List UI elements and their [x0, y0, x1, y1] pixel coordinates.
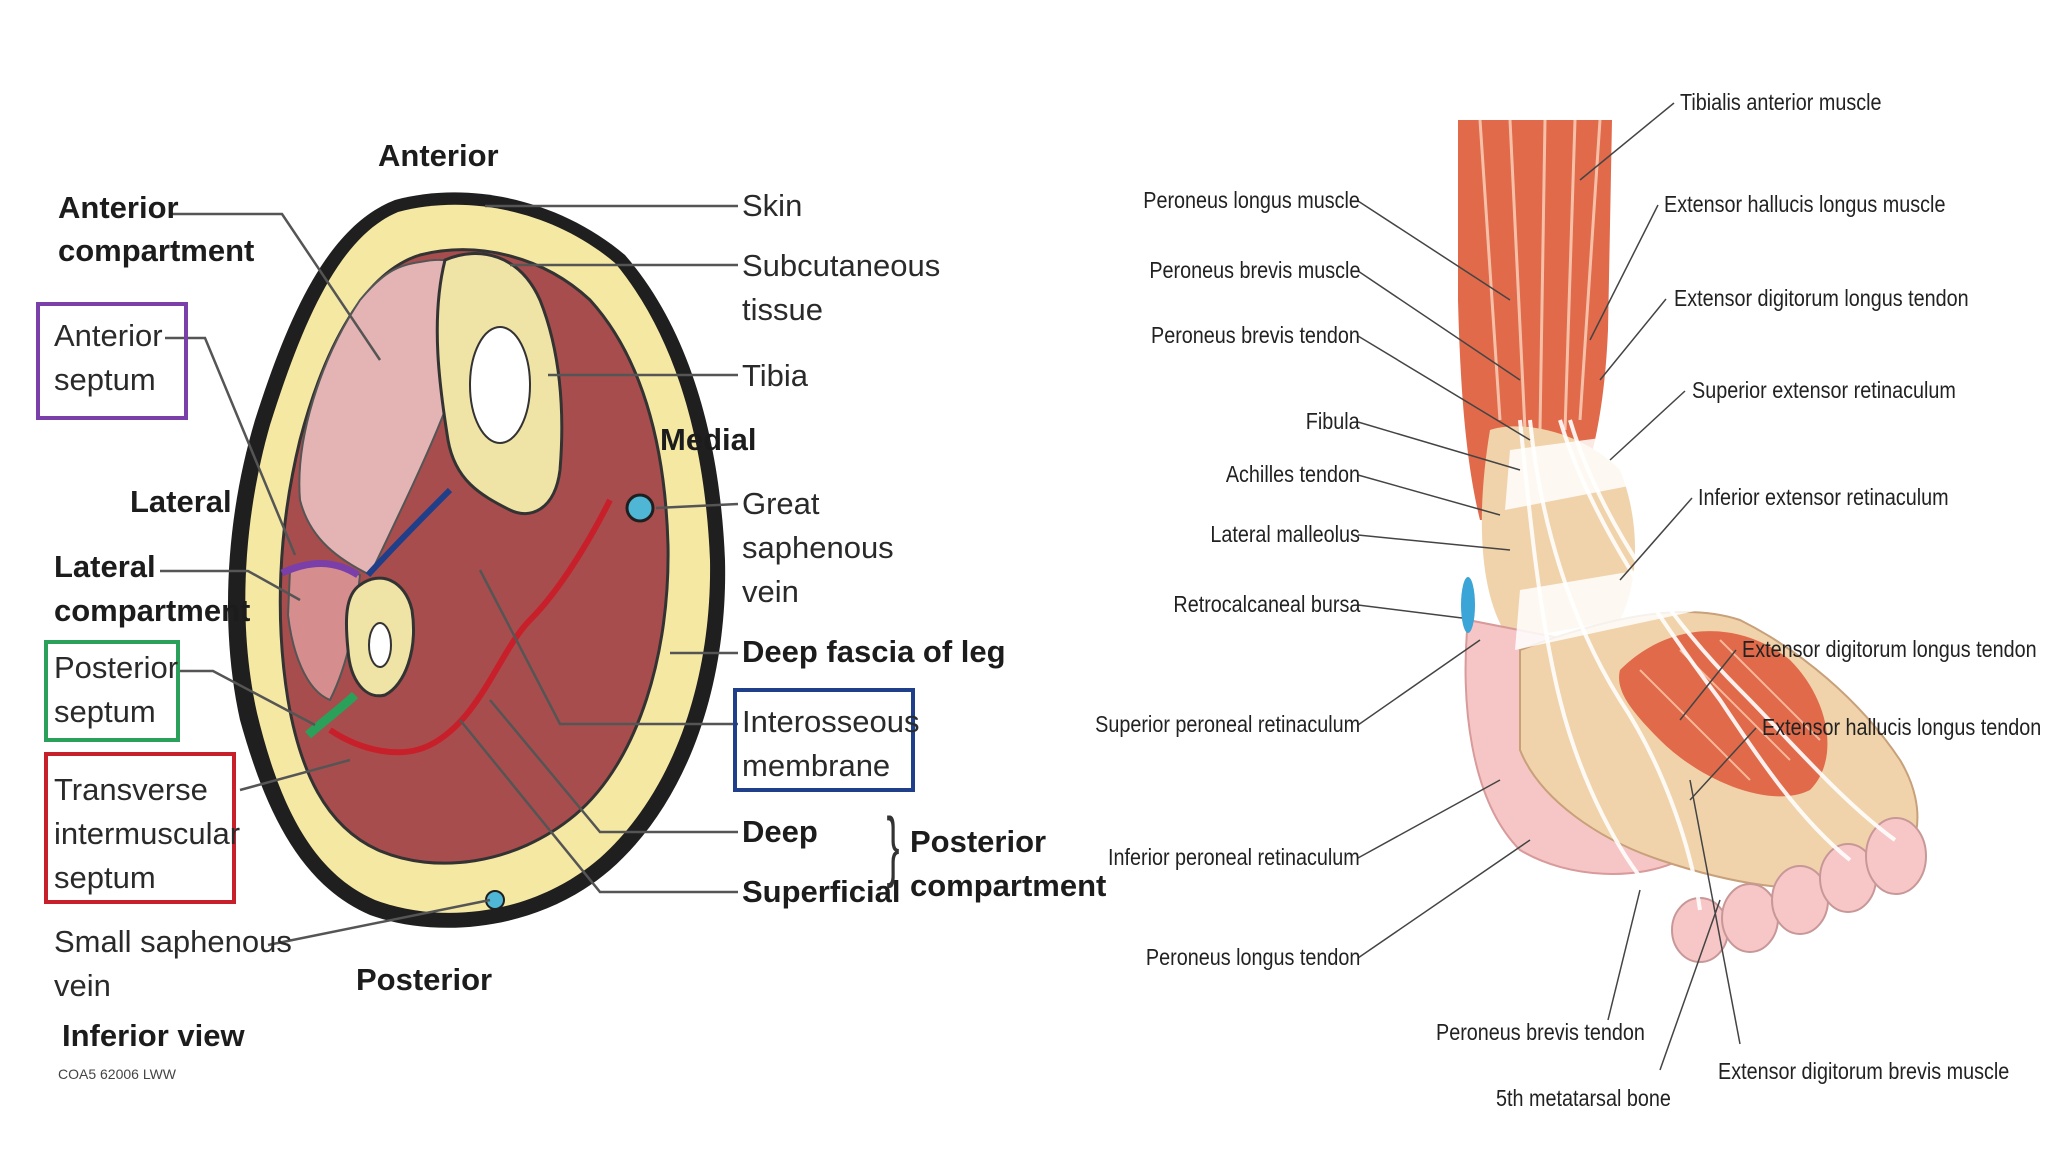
transverse-septum-label-2: intermuscular — [54, 816, 241, 851]
great-saphenous-label-2: saphenous — [742, 530, 894, 565]
posterior-septum-box — [44, 640, 180, 742]
tibia-marrow — [469, 326, 531, 444]
right-bottom-label-2: 5th metatarsal bone — [1496, 1085, 1671, 1111]
right-bottom-label-3: Extensor digitorum brevis muscle — [1718, 1058, 2010, 1084]
right-right-label-4: Superior extensor retinaculum — [1692, 377, 1956, 403]
transverse-septum-box — [44, 752, 236, 904]
anterior-orientation-label: Anterior — [378, 138, 499, 173]
right-left-label-4: Fibula — [1306, 408, 1360, 434]
muscle-fiber-lines — [1478, 119, 1602, 431]
anterior-septum-box — [36, 302, 188, 420]
interosseous-membrane-box — [733, 688, 915, 792]
right-right-label-3: Extensor digitorum longus tendon — [1674, 285, 1969, 311]
anterior-septum-label-2: septum — [54, 362, 156, 397]
retrocalcaneal-bursa-mark — [1461, 577, 1475, 633]
right-left-label-6: Lateral malleolus — [1210, 521, 1360, 547]
subcutaneous-label-2: tissue — [742, 292, 823, 327]
inferior-view-caption: Inferior view — [62, 1018, 245, 1053]
transverse-septum-label-3: septum — [54, 860, 156, 895]
deep-label: Deep — [742, 814, 818, 849]
subcutaneous-label-1: Subcutaneous — [742, 248, 941, 283]
right-leader-lines — [1357, 102, 1757, 1071]
posterior-compartment-brace: } — [886, 801, 900, 889]
right-right-label-5: Inferior extensor retinaculum — [1698, 484, 1949, 510]
lateral-orientation-label: Lateral — [130, 484, 232, 519]
figure-credit: COA5 62006 LWW — [58, 1066, 177, 1082]
deep-fascia-label: Deep fascia of leg — [742, 634, 1006, 669]
posterior-septum-label-1: Posterior — [54, 650, 179, 685]
anterior-septum-line — [280, 560, 360, 578]
right-left-label-10: Peroneus longus tendon — [1145, 944, 1360, 970]
right-left-label-2: Peroneus brevis muscle — [1148, 257, 1360, 283]
right-bottom-label-1: Peroneus brevis tendon — [1436, 1019, 1645, 1045]
superficial-label: Superficial — [742, 874, 901, 909]
small-saphenous-label-1: Small saphenous — [54, 924, 292, 959]
toes — [1671, 817, 1927, 963]
right-left-label-1: Peroneus longus muscle — [1143, 187, 1360, 213]
right-left-label-7: Retrocalcaneal bursa — [1173, 591, 1360, 617]
ankle-foot-panel: Peroneus longus muscle Peroneus brevis m… — [1095, 0, 2048, 1152]
right-right-label-2: Extensor hallucis longus muscle — [1664, 191, 1946, 217]
posterior-compartment-label-2: compartment — [910, 868, 1107, 903]
posterior-septum-label-2: septum — [54, 694, 156, 729]
interosseous-membrane-line — [365, 487, 453, 578]
posterior-septum-line — [305, 691, 359, 739]
transverse-septum-label-1: Transverse — [54, 772, 208, 807]
tendons — [1518, 419, 1897, 911]
right-left-label-9: Inferior peroneal retinaculum — [1108, 844, 1360, 870]
great-saphenous-label-3: vein — [742, 574, 799, 609]
lateral-compartment-label-1: Lateral — [54, 549, 156, 584]
great-saphenous-label-1: Great — [742, 486, 820, 521]
leg-cross-section-figure — [160, 192, 739, 947]
inferior-extensor-retinaculum — [1515, 560, 1700, 650]
great-saphenous-vein-mark — [625, 493, 655, 523]
interosseous-label-1: Interosseous — [742, 704, 920, 739]
right-left-label-3: Peroneus brevis tendon — [1151, 322, 1360, 348]
right-right-label-6: Extensor digitorum longus tendon — [1742, 636, 2037, 662]
right-left-label-5: Achilles tendon — [1225, 461, 1360, 487]
lateral-compartment-label-2: compartment — [54, 593, 251, 628]
leg-cross-section-panel: Anterior Anterior compartment Anterior s… — [36, 138, 1106, 1082]
fibula-marrow — [368, 622, 392, 668]
anterior-compartment-label-2: compartment — [58, 233, 255, 268]
left-leader-lines — [160, 204, 739, 947]
right-right-label-1: Tibialis anterior muscle — [1680, 89, 1882, 115]
posterior-orientation-label: Posterior — [356, 962, 493, 997]
edb-muscle — [1619, 631, 1828, 797]
medial-orientation-label: Medial — [660, 422, 757, 457]
small-saphenous-label-2: vein — [54, 968, 111, 1003]
transverse-septum-line — [328, 498, 613, 756]
ankle-foot-figure — [1357, 102, 1927, 1071]
tibia-label: Tibia — [742, 358, 809, 393]
right-left-label-8: Superior peroneal retinaculum — [1095, 711, 1360, 737]
right-right-label-7: Extensor hallucis longus tendon — [1762, 714, 2042, 740]
anterior-septum-label-1: Anterior — [54, 318, 163, 353]
interosseous-label-2: membrane — [742, 748, 891, 783]
skin-label: Skin — [742, 188, 803, 223]
anterior-compartment-label-1: Anterior — [58, 190, 179, 225]
posterior-compartment-label-1: Posterior — [910, 824, 1047, 859]
